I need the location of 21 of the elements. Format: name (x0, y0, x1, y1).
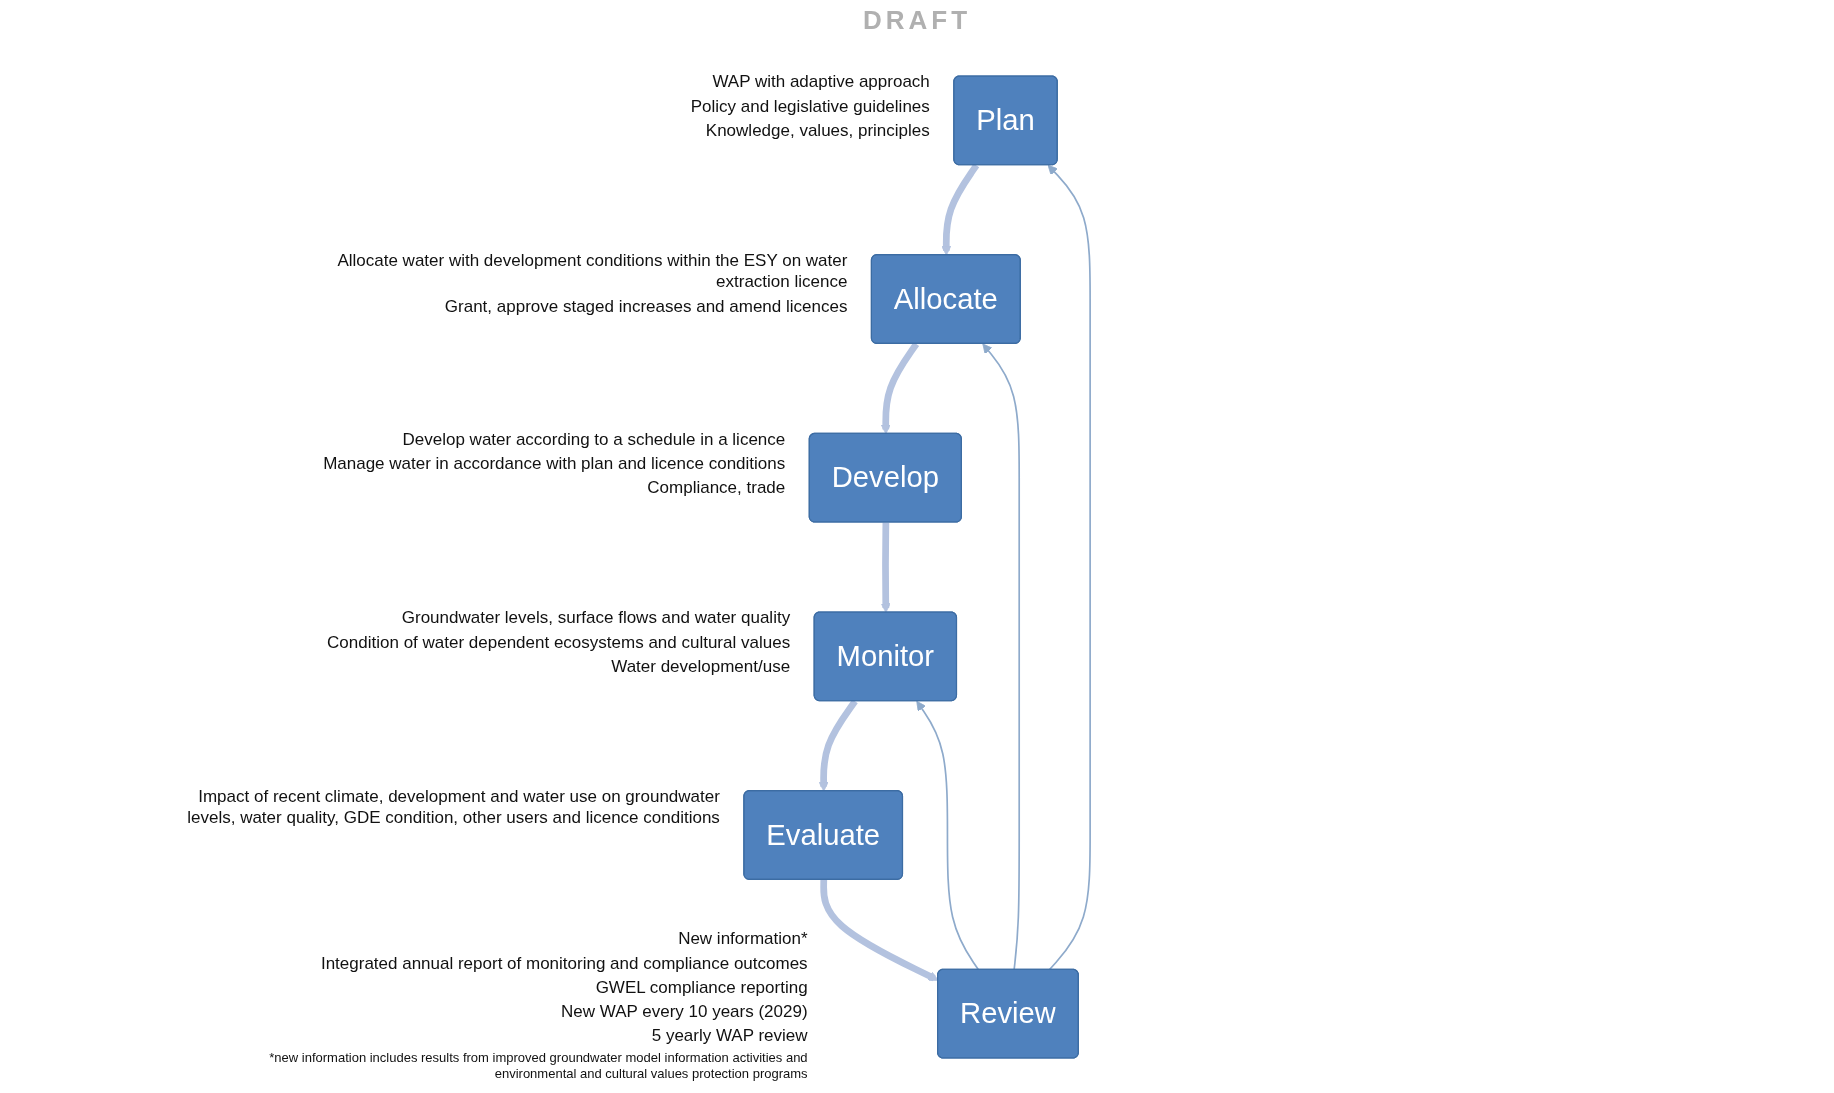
bullet-text: Allocate water with development conditions within the ESY on water extraction licence (336, 250, 848, 293)
arrow (880, 341, 920, 434)
bullet-text: Knowledge, values, principles (704, 120, 930, 142)
bullet-text: *new information includes results from improved groundwater model information activities and environmental and cultural values protection programs (268, 1049, 808, 1082)
bullet-text: GWEL compliance reporting (594, 976, 808, 998)
bullet-text: Condition of water dependent ecosystems and cultural values (326, 631, 791, 653)
bullet-text: New information* (677, 928, 808, 950)
bullet-text: Water development/use (610, 655, 791, 678)
bullet-text: Integrated annual report of monitoring and compliance outcomes (319, 952, 808, 974)
bullet-text: Grant, approve staged increases and amend licences (443, 295, 848, 317)
bullet-text: Compliance, trade (646, 477, 786, 499)
bullet-text: Impact of recent climate, development and water use on groundwater levels, water quality, GDE condition, other users and licence conditions (186, 786, 720, 829)
bullet-text: Groundwater levels, surface flows and water quality (400, 607, 791, 629)
bullet-text: Develop water according to a schedule in a licence (401, 428, 786, 451)
bullet-text: WAP with adaptive approach (711, 71, 930, 93)
watermark-text: DRAFT (862, 4, 972, 35)
arrow (880, 522, 891, 613)
bullet-text: New WAP every 10 years (2029) (560, 1001, 808, 1023)
bullet-text: 5 yearly WAP review (650, 1025, 808, 1047)
bullet-text: Manage water in accordance with plan and licence conditions (322, 453, 786, 475)
bullet-text: Policy and legislative guidelines (689, 95, 930, 117)
